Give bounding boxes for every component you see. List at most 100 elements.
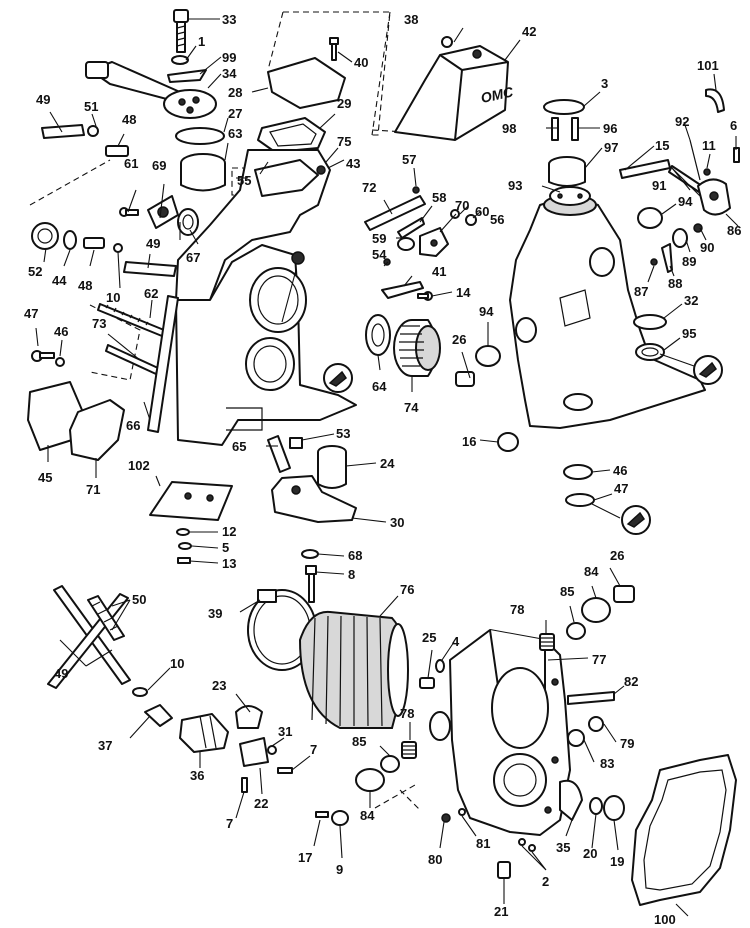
callout-38: 38 — [404, 12, 418, 27]
callout-82: 82 — [624, 674, 638, 689]
callout-49-mid: 49 — [146, 236, 160, 251]
callout-98: 98 — [502, 121, 516, 136]
part-23-block — [235, 705, 263, 729]
omc-logo-text: OMC — [479, 83, 515, 106]
callout-22: 22 — [254, 796, 268, 811]
callout-92: 92 — [675, 114, 689, 129]
part-79-nut — [588, 716, 604, 732]
callout-30: 30 — [390, 515, 404, 530]
callout-58: 58 — [432, 190, 446, 205]
part-43-swivel-housing — [175, 149, 357, 446]
callout-70: 70 — [455, 198, 469, 213]
callout-21: 21 — [494, 904, 508, 919]
callout-65: 65 — [232, 439, 246, 454]
part-30-bracket — [271, 475, 357, 523]
part-80-plug — [441, 813, 451, 823]
part-102-plate — [149, 481, 233, 521]
part-76-bellows — [298, 610, 409, 729]
callout-32: 32 — [684, 293, 698, 308]
callout-20: 20 — [583, 846, 597, 861]
part-32-washer — [633, 314, 667, 330]
part-95-seal — [635, 343, 665, 361]
callout-13: 13 — [222, 556, 236, 571]
callout-5: 5 — [222, 540, 229, 555]
callout-1: 1 — [198, 34, 205, 49]
callout-27: 27 — [228, 106, 242, 121]
callout-99: 99 — [222, 50, 236, 65]
part-35-gasket — [559, 779, 583, 821]
callout-66: 66 — [126, 418, 140, 433]
part-83-sleeve — [567, 729, 585, 747]
part-99-plate — [167, 69, 207, 83]
part-44-oring — [63, 230, 77, 250]
callout-4: 4 — [452, 634, 460, 649]
callout-9: 9 — [336, 862, 343, 877]
callout-48-top: 48 — [122, 112, 136, 127]
callout-8: 8 — [348, 567, 355, 582]
part-61-screw — [119, 207, 139, 217]
callout-40: 40 — [354, 55, 368, 70]
callout-69: 69 — [152, 158, 166, 173]
callout-71: 71 — [86, 482, 100, 497]
part-2-ring-b — [528, 844, 536, 852]
callout-25: 25 — [422, 630, 436, 645]
part-100-gasket — [631, 754, 737, 906]
callout-55: 55 — [237, 173, 251, 188]
part-17-screw — [315, 811, 329, 818]
callout-90: 90 — [700, 240, 714, 255]
callout-57: 57 — [402, 152, 416, 167]
part-9-washer — [331, 810, 349, 826]
callout-83: 83 — [600, 756, 614, 771]
part-29-gasket — [257, 117, 326, 153]
part-63-bushing — [180, 153, 226, 192]
part-67-bushing — [177, 208, 199, 236]
callout-34: 34 — [222, 66, 237, 81]
part-68-washer — [301, 549, 319, 559]
part-84-washer-low — [355, 768, 385, 792]
part-10-ring-low — [132, 687, 148, 697]
callout-2: 2 — [542, 874, 549, 889]
part-85-washer-low — [380, 755, 400, 773]
callout-14: 14 — [456, 285, 471, 300]
part-64-seal — [365, 314, 391, 356]
callout-95: 95 — [682, 326, 696, 341]
part-72-shaft — [364, 195, 426, 231]
callout-73: 73 — [92, 316, 106, 331]
part-90-nut — [693, 223, 703, 233]
part-26-plug-low — [613, 585, 635, 603]
part-6-screw — [733, 147, 740, 163]
part-46-washer — [55, 357, 65, 367]
part-15-rod — [619, 159, 671, 179]
callout-102: 102 — [128, 458, 150, 473]
callout-17: 17 — [298, 850, 312, 865]
callout-23: 23 — [212, 678, 226, 693]
callout-46-left: 46 — [54, 324, 68, 339]
callout-43: 43 — [346, 156, 360, 171]
part-84-washer-top — [581, 597, 611, 623]
callout-68: 68 — [348, 548, 362, 563]
part-5-washer — [178, 542, 192, 550]
part-19-plug — [603, 795, 625, 821]
part-24-sleeve — [317, 445, 347, 489]
part-2-ring-a — [518, 838, 526, 846]
callout-37: 37 — [98, 738, 112, 753]
leader-lines — [35, 18, 739, 917]
part-4-oring — [435, 659, 445, 673]
callout-6: 6 — [730, 118, 737, 133]
callout-11: 11 — [702, 138, 716, 153]
part-8-bolt — [305, 565, 317, 603]
callout-10-low: 10 — [170, 656, 184, 671]
callout-101: 101 — [697, 58, 719, 73]
part-89-ring — [672, 228, 688, 248]
callout-12: 12 — [222, 524, 236, 539]
part-85-washer-top — [566, 622, 586, 640]
part-34-steering-arm — [85, 61, 217, 119]
part-58-pin — [397, 217, 425, 239]
part-94-bushing-mid — [475, 345, 501, 367]
part-94-bushing — [637, 207, 663, 229]
part-22-bracket — [239, 737, 269, 767]
callout-26-low: 26 — [610, 548, 624, 563]
part-51-nut — [87, 125, 99, 137]
callout-48-mid: 48 — [78, 278, 92, 293]
callout-46-right: 46 — [613, 463, 627, 478]
